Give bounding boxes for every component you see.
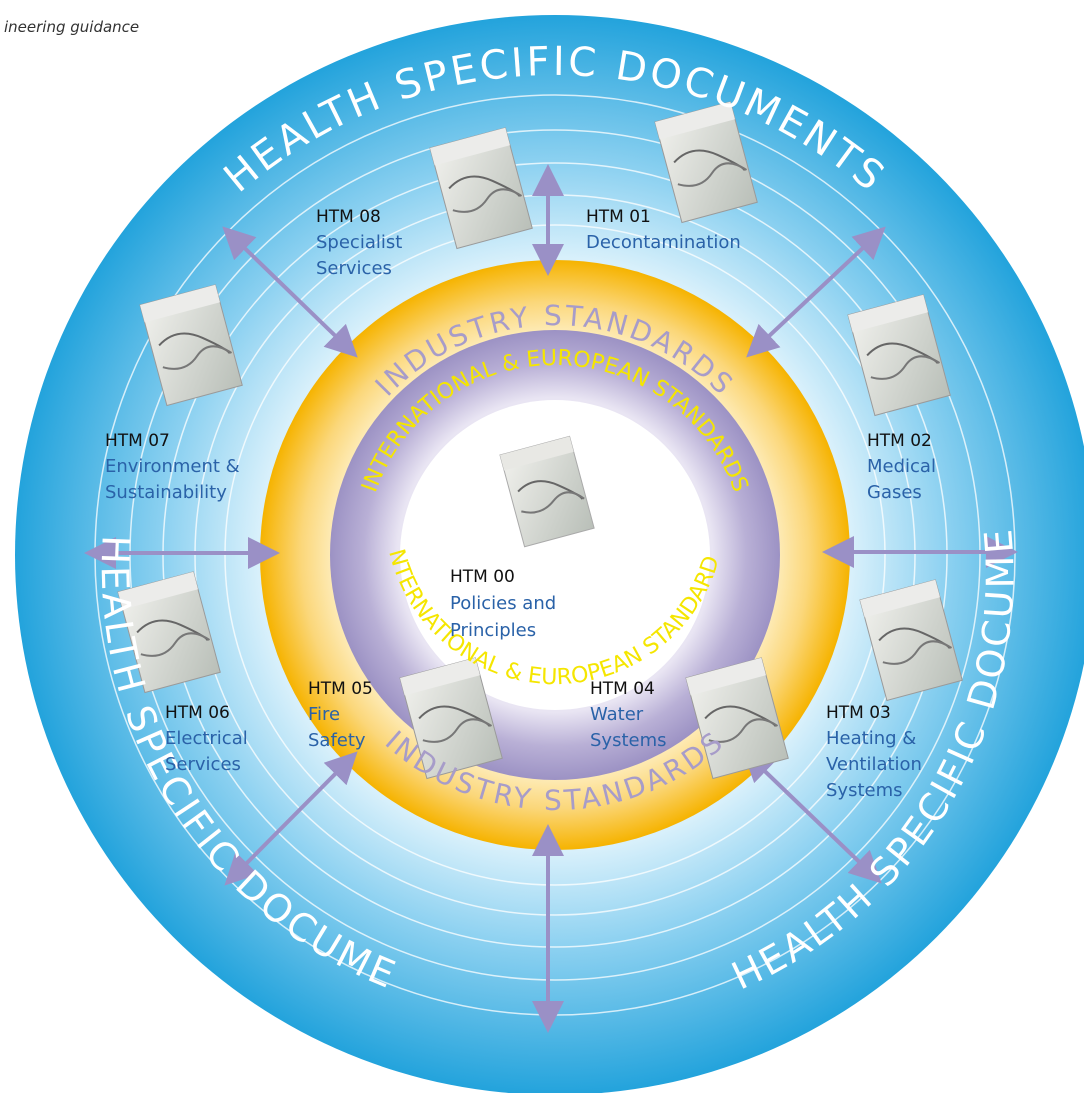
document-cover-icon: [654, 101, 758, 224]
document-name-line: Fire: [308, 704, 340, 725]
document-name-line: Safety: [308, 730, 366, 751]
document-name-line: Specialist: [316, 232, 402, 253]
document-code: HTM 02: [867, 431, 932, 451]
document-cover-icon: [685, 657, 789, 780]
document-name-line: Environment &: [105, 456, 240, 477]
document-name-line: Decontamination: [586, 232, 741, 253]
double-headed-arrow-icon: [222, 226, 358, 358]
document-name-line: Services: [316, 258, 392, 279]
double-headed-arrow-icon: [224, 751, 358, 886]
double-headed-arrow-icon: [746, 226, 886, 358]
double-headed-arrow-icon: [742, 749, 882, 884]
document-cover-icon: [847, 294, 951, 417]
document-name-line: Systems: [590, 730, 667, 751]
document-code: HTM 03: [826, 703, 891, 723]
document-code: HTM 01: [586, 207, 651, 227]
centre-code: HTM 00: [450, 567, 515, 587]
centre-disc: [400, 400, 710, 710]
centre-document: HTM 00 Policies and Principles: [450, 435, 595, 641]
centre-name-line2: Principles: [450, 620, 536, 641]
document-cover-icon: [399, 657, 503, 780]
document-name-line: Ventilation: [826, 754, 922, 775]
document-name-line: Gases: [867, 482, 922, 503]
document-name-line: Systems: [826, 780, 903, 801]
document-cover-icon: [429, 127, 533, 250]
document-name-line: Services: [165, 754, 241, 775]
document-label-htm-01: HTM 01 Decontamination: [586, 207, 741, 253]
document-code: HTM 06: [165, 703, 230, 723]
document-name-line: Water: [590, 704, 644, 725]
document-cover-icon: [117, 571, 221, 694]
centre-name-line1: Policies and: [450, 593, 556, 614]
document-name-line: Sustainability: [105, 482, 227, 503]
document-name-line: Medical: [867, 456, 936, 477]
header-fragment: ineering guidance: [4, 18, 140, 36]
arrows-group: [84, 164, 1018, 1033]
document-cover-icon: [859, 579, 963, 702]
document-name-line: Electrical: [165, 728, 248, 749]
document-code: HTM 05: [308, 679, 373, 699]
documents-group: [117, 101, 963, 780]
document-name-line: Heating &: [826, 728, 916, 749]
document-code: HTM 07: [105, 431, 170, 451]
document-label-htm-07: HTM 07 Environment & Sustainability: [105, 431, 240, 503]
document-code: HTM 08: [316, 207, 381, 227]
document-code: HTM 04: [590, 679, 655, 699]
document-cover-icon: [139, 284, 243, 407]
